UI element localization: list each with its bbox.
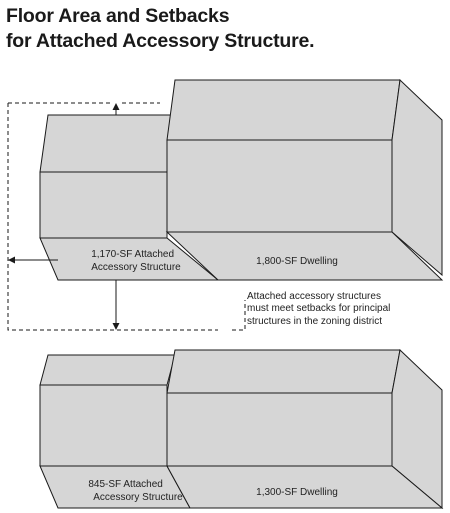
dwelling-label-upper: 1,800-SF Dwelling: [256, 256, 338, 267]
setback-note-line-2: must meet setbacks for principal: [247, 303, 390, 314]
dwelling-box-upper: [165, 78, 444, 281]
dwelling-top-face: [166, 79, 401, 141]
title-line-1: Floor Area and Setbacks: [6, 5, 230, 27]
setback-note-line-1: Attached accessory structures: [247, 291, 381, 302]
setback-note: Attached accessory structures must meet …: [247, 291, 393, 327]
dwelling-front-face: [166, 139, 393, 233]
accessory-top-face: [39, 354, 176, 386]
dwelling-label-lower: 1,300-SF Dwelling: [256, 487, 338, 498]
dwelling-footprint: [165, 231, 444, 281]
accessory-front-face: [39, 171, 168, 239]
title-line-2: for Attached Accessory Structure.: [6, 30, 315, 52]
accessory-top-face: [39, 114, 176, 173]
accessory-structure-box-upper: [39, 114, 220, 281]
accessory-label-upper-line-1: 1,170-SF Attached: [91, 249, 174, 260]
dwelling-footprint: [166, 465, 444, 509]
accessory-label-lower-line-2: Accessory Structure: [93, 492, 183, 503]
dwelling-front-face: [166, 392, 393, 467]
setback-note-line-3: structures in the zoning district: [247, 316, 382, 327]
dwelling-box-lower: [166, 349, 444, 510]
lower-example: 845-SF Attached Accessory Structure 1,30…: [39, 349, 444, 510]
upper-example: 1,170-SF Attached Accessory Structure 1,…: [7, 78, 444, 331]
accessory-label-lower: 845-SF Attached Accessory Structure: [88, 479, 183, 503]
accessory-label-upper: 1,170-SF Attached Accessory Structure: [91, 249, 181, 273]
diagram-title: Floor Area and Setbacks for Attached Acc…: [6, 4, 315, 54]
accessory-label-upper-line-2: Accessory Structure: [91, 262, 181, 273]
accessory-label-lower-line-1: 845-SF Attached: [88, 479, 163, 490]
setback-boundary: [7, 102, 246, 331]
dwelling-top-face: [166, 349, 401, 394]
accessory-front-face: [39, 384, 168, 467]
accessory-structure-box-lower: [39, 354, 191, 509]
